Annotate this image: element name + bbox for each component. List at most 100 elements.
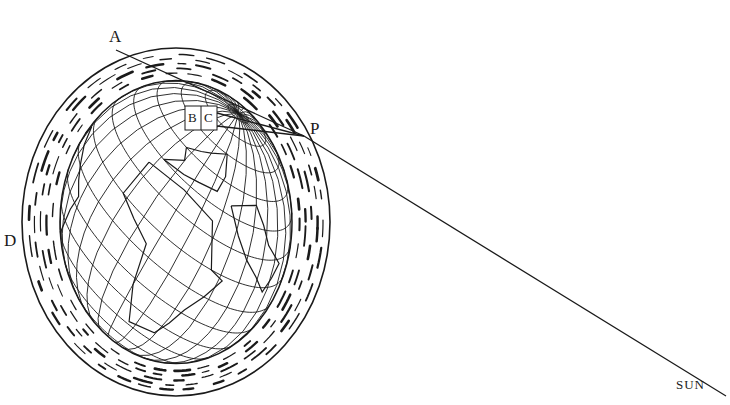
atmosphere-dash [263, 320, 269, 328]
atmosphere-dash [291, 166, 294, 177]
atmosphere-dash [71, 300, 76, 309]
atmosphere-dash [287, 144, 294, 160]
atmosphere-dash [39, 281, 42, 290]
atmosphere-dash [246, 342, 257, 351]
atmosphere-dash [61, 306, 66, 315]
atmosphere-dash [166, 384, 174, 386]
atmosphere-dash [305, 172, 309, 191]
atmosphere-dash [115, 64, 126, 69]
atmosphere-dash [281, 305, 291, 322]
coastline [123, 162, 222, 333]
coastline [164, 147, 228, 191]
atmosphere-dash [196, 60, 210, 63]
atmosphere-dash [310, 207, 313, 219]
atmosphere-dash [145, 376, 161, 379]
atmosphere-dash [73, 97, 85, 110]
light-ray [116, 50, 304, 136]
point-label: A [109, 28, 121, 45]
observer-box [185, 106, 217, 130]
atmosphere-dash [92, 90, 102, 98]
atmosphere-dash [28, 206, 31, 220]
point-label: B [188, 111, 197, 124]
atmosphere-dash [314, 186, 316, 198]
atmosphere-dash [52, 301, 57, 310]
atmosphere-dash [289, 314, 299, 329]
atmosphere-dash [298, 169, 303, 188]
atmosphere-dash [53, 157, 59, 174]
atmosphere-dash [134, 378, 152, 383]
atmosphere-dash [308, 246, 310, 259]
atmosphere-dash [308, 148, 311, 156]
atmosphere-dash [309, 165, 312, 175]
atmosphere-dash [75, 343, 85, 353]
atmosphere-dash [244, 98, 256, 109]
atmosphere-dash [111, 349, 119, 354]
atmosphere-dash [71, 311, 78, 321]
atmosphere-dash [105, 363, 117, 370]
atmosphere-dash [63, 139, 67, 148]
atmosphere-dash [143, 56, 153, 58]
atmosphere-dash [294, 270, 299, 284]
atmosphere-dash [299, 281, 302, 289]
atmosphere-dash [52, 203, 54, 216]
atmosphere-dash [174, 379, 183, 382]
atmosphere-dash [99, 365, 106, 369]
atmosphere-dash [282, 144, 287, 154]
atmosphere-outline [22, 48, 330, 396]
atmosphere-dash [309, 265, 313, 279]
atmosphere-dash [184, 387, 194, 390]
atmosphere-dash [112, 82, 122, 88]
atmosphere-dash [175, 369, 190, 373]
atmosphere-dash [89, 99, 98, 108]
atmosphere-dash [253, 91, 260, 97]
atmosphere-dash [298, 199, 299, 210]
atmosphere-dash [244, 341, 250, 346]
atmosphere-dash [300, 142, 305, 153]
atmosphere-dash [196, 65, 210, 68]
atmosphere-dash [139, 384, 151, 387]
atmosphere-dash [317, 248, 321, 268]
atmosphere-dash [116, 364, 131, 371]
atmosphere-dash [271, 321, 275, 327]
atmosphere-dash [207, 58, 225, 64]
atmosphere-dash [322, 220, 324, 237]
atmosphere-dash [36, 242, 38, 256]
atmosphere-dash [58, 285, 63, 296]
atmosphere-dash [252, 348, 266, 360]
atmosphere-dash [198, 366, 209, 369]
atmosphere-dash [155, 369, 165, 371]
atmosphere-dash [202, 374, 213, 377]
atmosphere-dash [84, 346, 91, 352]
atmosphere-dashes [29, 54, 323, 389]
atmosphere-dash [78, 125, 82, 132]
atmosphere-dash [119, 360, 128, 365]
atmosphere-dash [229, 70, 243, 77]
light-ray [217, 113, 304, 136]
light-ray [304, 136, 726, 396]
atmosphere-dash [88, 78, 100, 87]
point-label: D [4, 232, 16, 249]
atmosphere-dash [221, 364, 237, 372]
atmosphere-dash [128, 64, 141, 69]
atmosphere-dash [304, 226, 306, 246]
atmosphere-dash [281, 321, 288, 331]
atmosphere-dash [276, 99, 282, 106]
point-label: P [310, 120, 319, 137]
atmosphere-dash [56, 172, 59, 184]
atmosphere-dash [68, 327, 75, 335]
atmosphere-dash [160, 387, 173, 390]
atmosphere-dash [49, 250, 52, 263]
atmosphere-dash [289, 270, 293, 282]
atmosphere-dash [186, 383, 197, 384]
atmosphere-dash [42, 184, 44, 195]
atmosphere-dash [160, 58, 171, 60]
atmosphere-dash [304, 209, 307, 221]
atmosphere-dash [264, 331, 274, 342]
atmosphere-dash [266, 345, 275, 354]
atmosphere-dash [268, 97, 275, 105]
atmosphere-dash [59, 135, 63, 142]
atmosphere-dash [238, 369, 246, 373]
globe-outline [60, 80, 292, 363]
